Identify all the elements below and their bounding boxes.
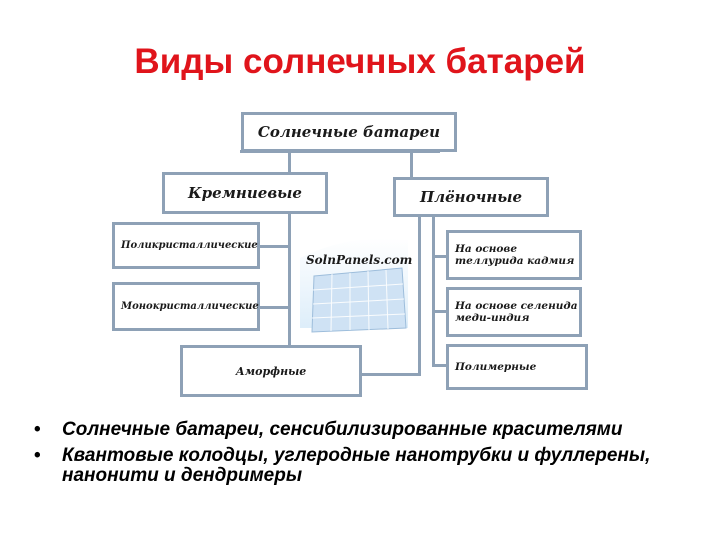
monocrystalline-node-label: Монокристаллические xyxy=(121,301,259,312)
polymer-node-label: Полимерные xyxy=(455,361,537,373)
root-node-box: Солнечные батареи xyxy=(241,112,457,152)
cigs-node-label-line1: На основе селенида xyxy=(455,300,578,312)
watermark-text: SolnPanels.com xyxy=(306,253,413,267)
polycrystalline-node-label: Поликристаллические xyxy=(121,240,258,251)
connector-line xyxy=(418,215,421,375)
polycrystalline-node-box: Поликристаллические xyxy=(112,222,260,269)
classification-diagram: SolnPanels.com Солнечные батареи Кремние… xyxy=(112,112,588,397)
amorphous-node-box: Аморфные xyxy=(180,345,362,397)
connector-line xyxy=(432,215,435,367)
cdte-node-box: На основе теллурида кадмия xyxy=(446,230,582,280)
cigs-node-label-line2: меди-индия xyxy=(455,312,530,324)
connector-line xyxy=(432,255,446,258)
bullet-item: • Квантовые колодцы, углеродные нанотрубк… xyxy=(30,446,700,486)
bullet-text: Солнечные батареи, сенсибилизированные к… xyxy=(62,419,623,440)
cdte-node-label-line2: теллурида кадмия xyxy=(455,255,575,267)
connector-line xyxy=(258,306,290,309)
bullet-list: • Солнечные батареи, сенсибилизированные … xyxy=(30,420,700,492)
cdte-node-label-line1: На основе xyxy=(455,243,518,255)
bullet-item: • Солнечные батареи, сенсибилизированные … xyxy=(30,420,700,440)
amorphous-node-label: Аморфные xyxy=(235,364,307,378)
bullet-dot: • xyxy=(34,445,41,466)
cigs-node-box: На основе селенида меди-индия xyxy=(446,287,582,337)
bullet-text: Квантовые колодцы, углеродные нанотрубки… xyxy=(62,445,651,486)
silicon-node-box: Кремниевые xyxy=(162,172,328,214)
connector-line xyxy=(360,373,421,376)
root-node-label: Солнечные батареи xyxy=(257,123,441,141)
monocrystalline-node-box: Монокристаллические xyxy=(112,282,260,331)
connector-line xyxy=(288,150,291,172)
film-node-box: Плёночные xyxy=(393,177,549,217)
bullet-dot: • xyxy=(34,419,41,440)
connector-line xyxy=(432,310,446,313)
film-node-label: Плёночные xyxy=(419,188,523,206)
page-title: Виды солнечных батарей xyxy=(134,42,586,81)
connector-line xyxy=(410,150,413,178)
connector-line xyxy=(288,212,291,352)
silicon-node-label: Кремниевые xyxy=(188,184,302,202)
solar-panel-watermark-image xyxy=(300,238,408,333)
connector-line xyxy=(432,364,446,367)
connector-line xyxy=(258,245,290,248)
polymer-node-box: Полимерные xyxy=(446,344,588,390)
